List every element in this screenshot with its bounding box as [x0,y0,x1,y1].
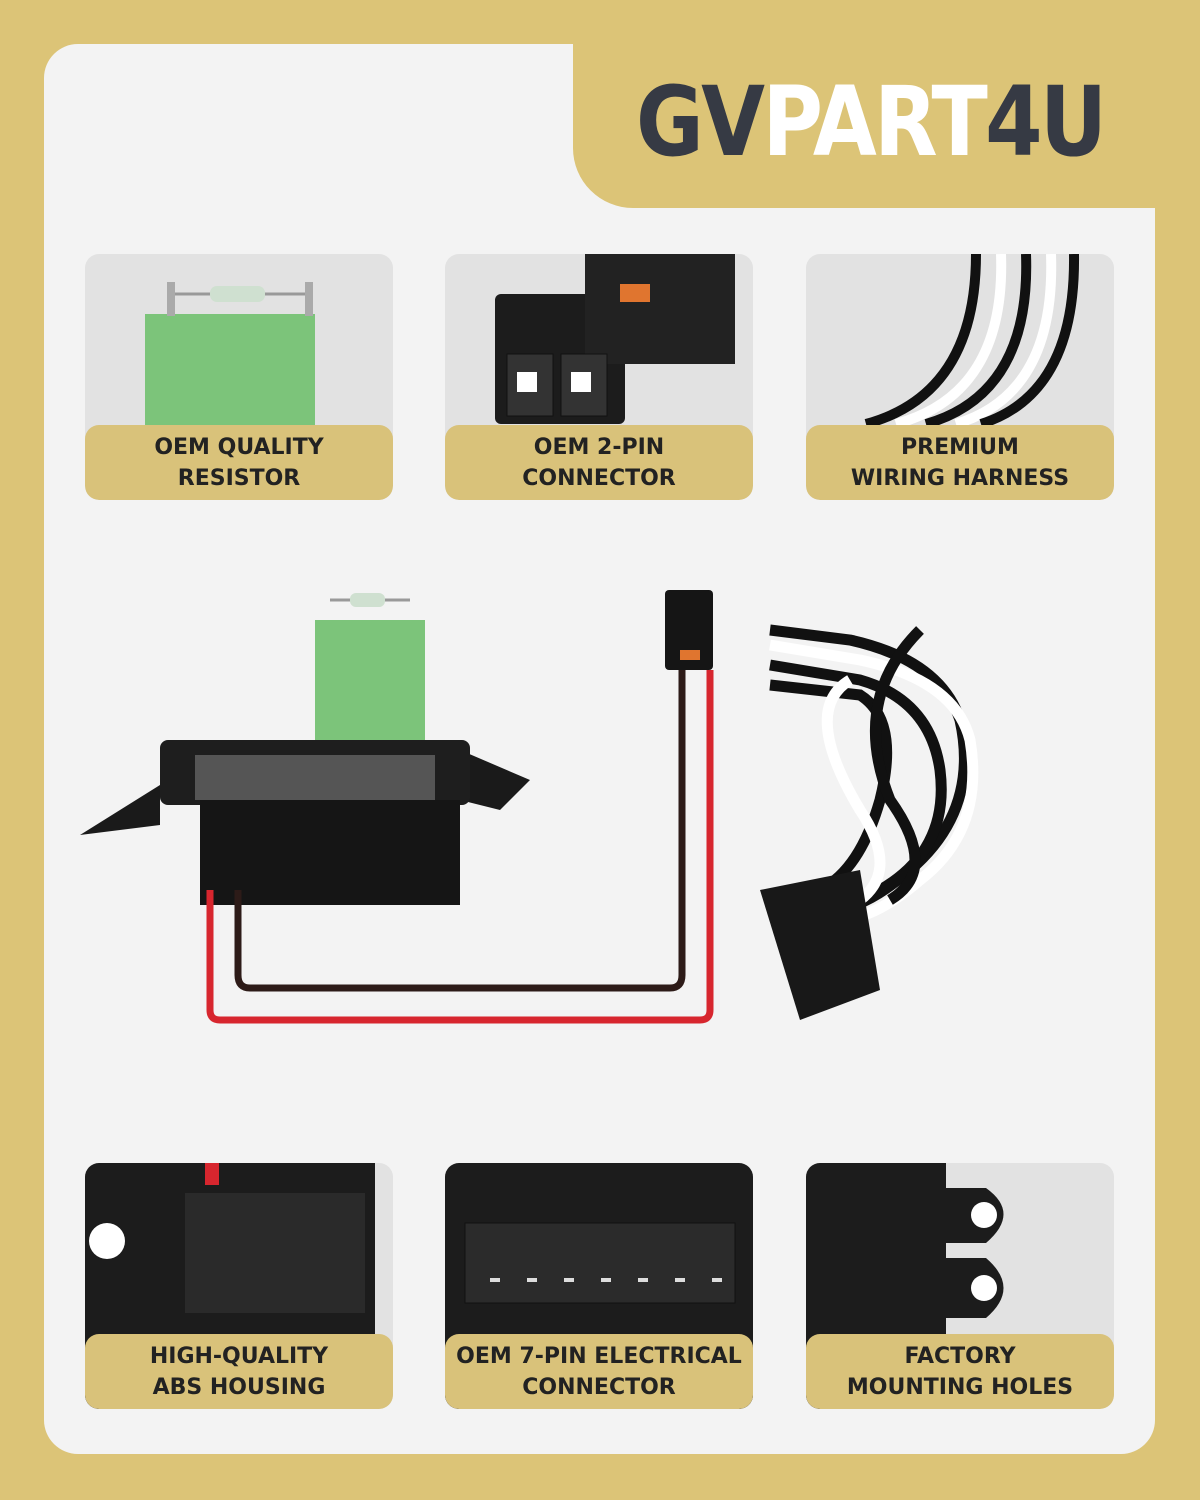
label-line: RESISTOR [177,465,301,491]
7pin-harness-connector [760,870,880,1020]
label-line: OEM QUALITY [154,434,324,460]
label-line: CONNECTOR [522,465,676,491]
label-line: MOUNTING HOLES [846,1374,1074,1400]
feature-label: OEM 7-PIN ELECTRICAL CONNECTOR [445,1334,753,1409]
2pin-connector [665,590,713,670]
feature-label: PREMIUM WIRING HARNESS [806,425,1114,500]
feature-wiring-harness: PREMIUM WIRING HARNESS [806,254,1114,500]
feature-mounting-holes: FACTORY MOUNTING HOLES [806,1163,1114,1409]
label-line: PREMIUM [901,434,1019,460]
feature-2pin-connector: OEM 2-PIN CONNECTOR [445,254,753,500]
feature-resistor: OEM QUALITY RESISTOR [85,254,393,500]
label-line: OEM 7-PIN ELECTRICAL [456,1343,742,1369]
feature-label: OEM 2-PIN CONNECTOR [445,425,753,500]
logo-4u: 4U [985,66,1107,178]
mounting-tab [80,785,160,835]
feature-7pin-connector: OEM 7-PIN ELECTRICAL CONNECTOR [445,1163,753,1409]
label-line: OEM 2-PIN [533,434,665,460]
label-line: WIRING HARNESS [850,465,1070,491]
product-main-image [80,590,979,1024]
label-line: FACTORY [904,1343,1016,1369]
brand-logo: GVPART4U [636,66,1107,178]
feature-label: FACTORY MOUNTING HOLES [806,1334,1114,1409]
label-line: HIGH-QUALITY [149,1343,329,1369]
logo-part: PART [762,66,988,178]
feature-label: OEM QUALITY RESISTOR [85,425,393,500]
feature-abs-housing: HIGH-QUALITY ABS HOUSING [85,1163,393,1409]
connector-image [495,254,735,424]
logo-gv: GV [636,66,765,178]
logo-header-band [573,30,1173,208]
mounting-tab [460,750,530,810]
harness-image [864,254,1080,429]
label-line: CONNECTOR [522,1374,676,1400]
resistor-block [315,620,425,760]
resistor-image [145,282,315,434]
feature-label: HIGH-QUALITY ABS HOUSING [85,1334,393,1409]
label-line: ABS HOUSING [152,1374,326,1400]
